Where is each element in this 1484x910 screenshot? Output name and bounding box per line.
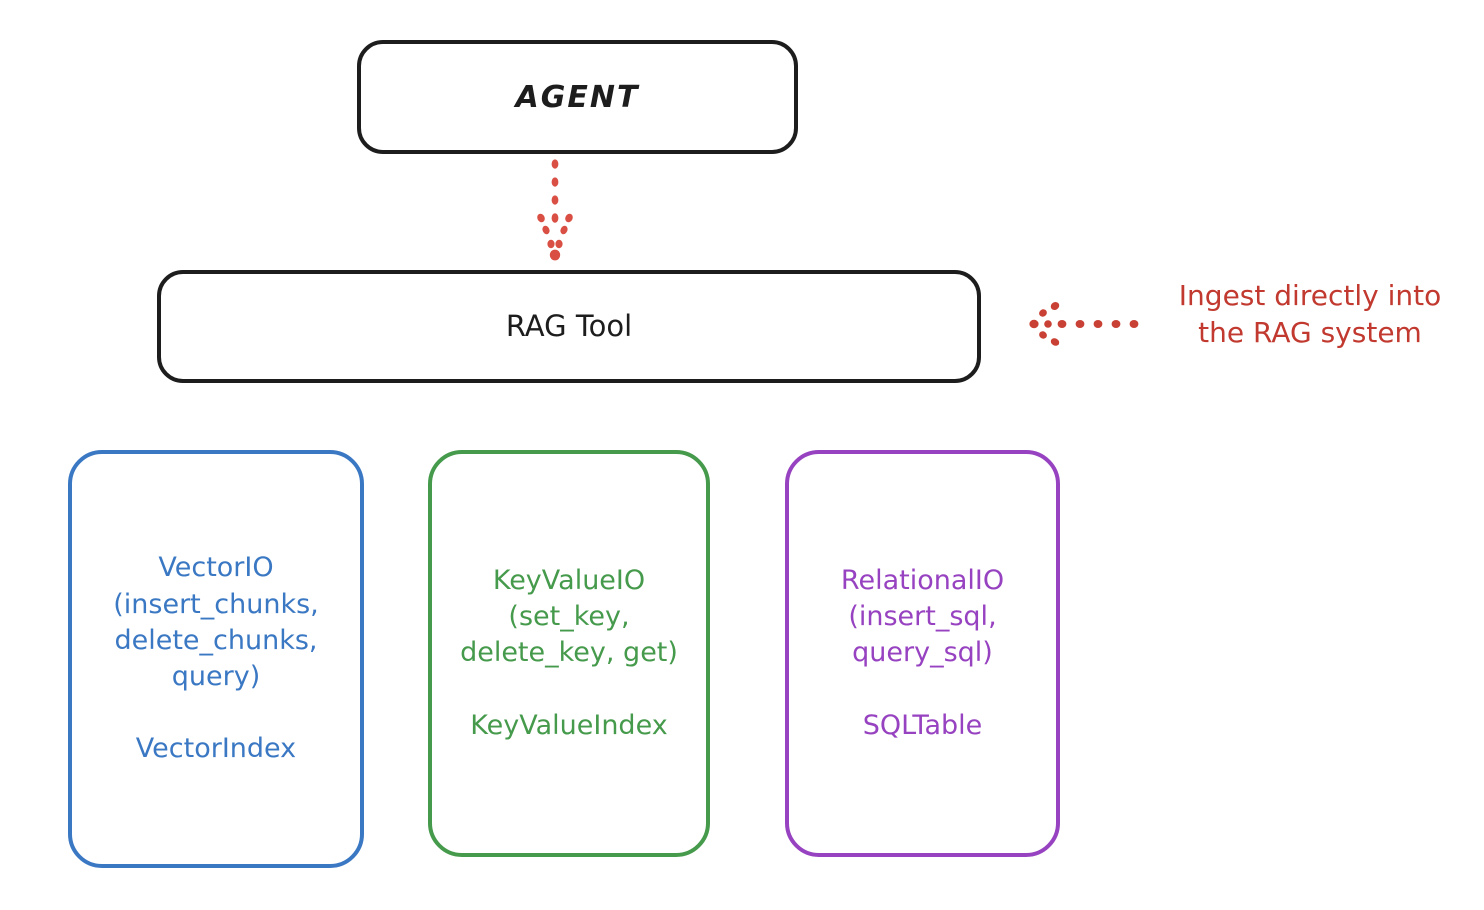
agent-to-rag-tool-arrow-icon <box>537 159 573 261</box>
node-relational-io-label: RelationalIO (insert_sql, query_sql) SQL… <box>840 565 1005 741</box>
node-vector-io-label: VectorIO (insert_chunks, delete_chunks, … <box>113 552 319 765</box>
node-rag-tool-label: RAG Tool <box>505 308 633 343</box>
node-agent-label: AGENT <box>515 79 640 115</box>
annotation-ingest-directly: Ingest directly into the RAG system <box>1178 279 1442 349</box>
ingest-to-rag-tool-arrow-icon <box>1029 302 1139 346</box>
node-key-value-io-label: KeyValueIO (set_key, delete_key, get) Ke… <box>460 565 678 741</box>
node-key-value-io[interactable]: KeyValueIO (set_key, delete_key, get) Ke… <box>428 450 710 857</box>
node-agent[interactable]: AGENT <box>357 40 798 154</box>
node-rag-tool[interactable]: RAG Tool <box>157 270 981 383</box>
node-relational-io[interactable]: RelationalIO (insert_sql, query_sql) SQL… <box>785 450 1060 857</box>
node-vector-io[interactable]: VectorIO (insert_chunks, delete_chunks, … <box>68 450 364 868</box>
